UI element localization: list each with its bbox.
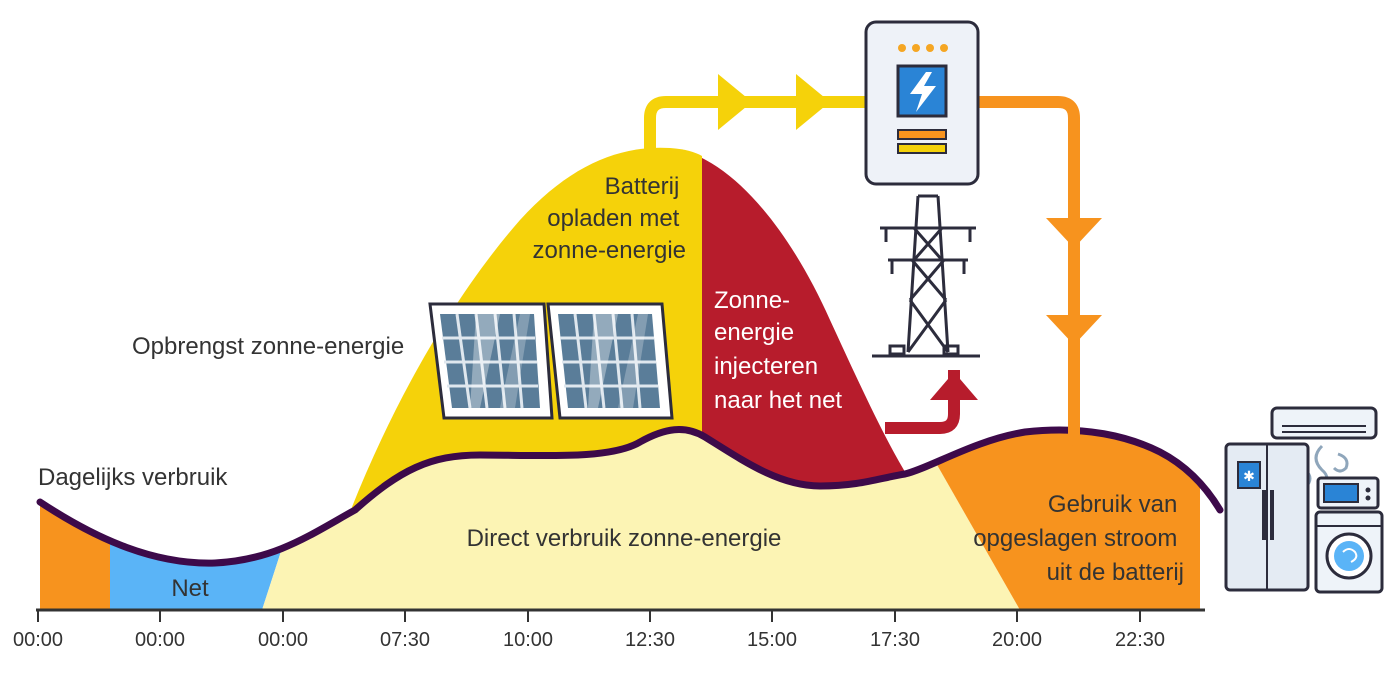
flow-arrow-icon <box>1046 315 1102 345</box>
power-pylon-icon <box>872 194 980 358</box>
inject-flow-line <box>885 370 978 434</box>
tick-label: 00:00 <box>135 629 185 651</box>
tick-label: 22:30 <box>1115 629 1165 651</box>
tick-label: 12:30 <box>625 629 675 651</box>
daily-use-label: Dagelijks verbruik <box>38 464 228 491</box>
direct-use-label: Direct verbruik zonne-energie <box>467 525 782 552</box>
battery-icon <box>864 20 980 186</box>
solar-panel-icon <box>546 302 674 420</box>
microwave-icon <box>1316 476 1380 510</box>
consumption-curve <box>36 426 1224 567</box>
tick-label: 17:30 <box>870 629 920 651</box>
battery-evening-area <box>900 429 1200 610</box>
tick-label: 00:00 <box>13 629 63 651</box>
flow-arrow-icon <box>718 74 752 130</box>
time-axis: 00:00 00:00 00:00 07:30 10:00 12:30 15:0… <box>13 608 1205 651</box>
discharge-flow-line <box>972 96 1102 446</box>
battery-charge-label: Batterij opladen met zonne-energie <box>533 173 686 264</box>
flow-arrow-icon <box>796 74 830 130</box>
flow-arrow-icon <box>1046 218 1102 248</box>
tick-label: 00:00 <box>258 629 308 651</box>
svg-text:✱: ✱ <box>1243 469 1255 485</box>
tick-label: 07:30 <box>380 629 430 651</box>
washing-machine-icon <box>1314 510 1384 594</box>
fridge-icon: ✱ <box>1224 442 1310 592</box>
battery-use-label: Gebruik van opgeslagen stroom uit de bat… <box>973 491 1184 586</box>
flow-arrow-icon <box>930 372 978 400</box>
grid-label: Net <box>171 575 209 602</box>
tick-label: 15:00 <box>747 629 797 651</box>
inject-label: Zonne- energie injecteren naar het net <box>714 287 842 414</box>
appliances-icon: ✱ <box>1224 406 1384 594</box>
tick-label: 20:00 <box>992 629 1042 651</box>
tick-label: 10:00 <box>503 629 553 651</box>
solar-panel-icon <box>428 302 554 420</box>
yield-label: Opbrengst zonne-energie <box>132 333 404 360</box>
charge-flow-line <box>644 74 872 154</box>
